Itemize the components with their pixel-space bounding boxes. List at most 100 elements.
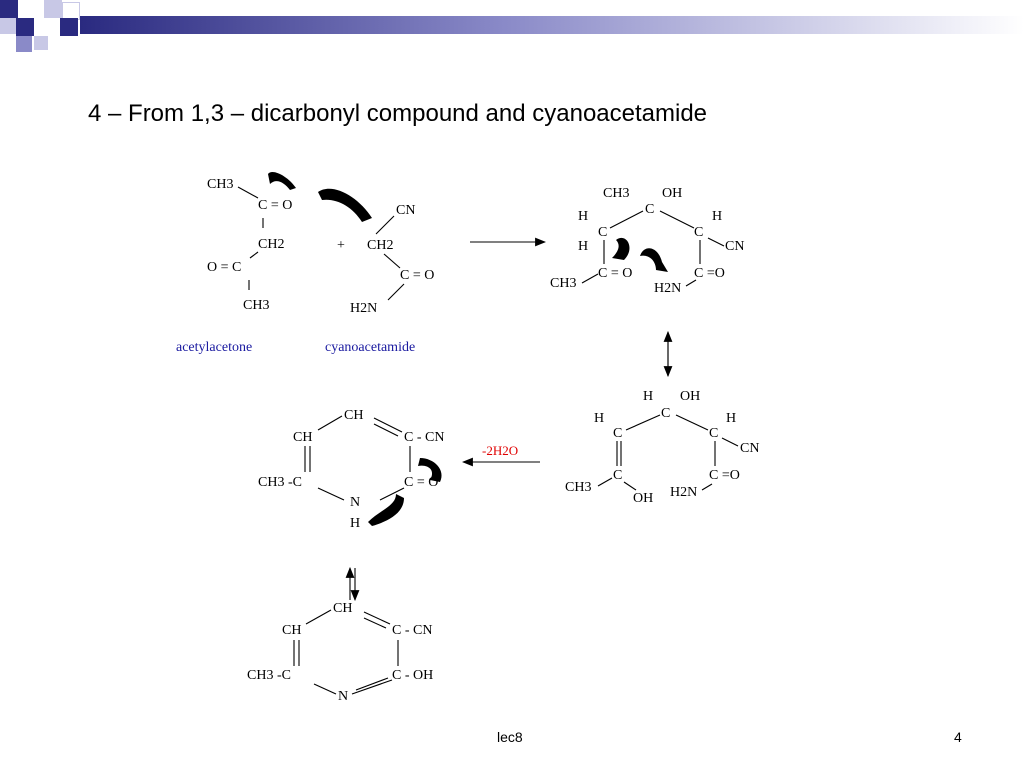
corner-square-2 bbox=[18, 0, 36, 18]
ch2-text: CH2 bbox=[258, 237, 284, 252]
electron-curved-arrow bbox=[368, 494, 404, 526]
slide-title: 4 – From 1,3 – dicarbonyl compound and c… bbox=[88, 100, 708, 127]
carbonyl-bottom-text: O = C bbox=[207, 260, 241, 275]
nh2-text: H2N bbox=[350, 301, 377, 316]
ch3-bottom-text: CH3 bbox=[550, 276, 576, 291]
condition-text: -2H2O bbox=[482, 443, 518, 458]
intermediate-2-structure: H OH C H H C C CN C C =O CH3 OH H2N bbox=[565, 389, 759, 506]
cyanoacetamide-structure: CN CH2 C = O H2N bbox=[318, 188, 434, 316]
ch-left-text: CH bbox=[293, 430, 312, 445]
carbonyl-text: C = O bbox=[400, 268, 434, 283]
h-text: H bbox=[350, 516, 360, 531]
footer-label: lec8 bbox=[497, 729, 523, 745]
cn-text: CN bbox=[396, 203, 415, 218]
carbonyl-top-text: C = O bbox=[258, 198, 292, 213]
bond bbox=[305, 609, 332, 625]
bond bbox=[707, 237, 725, 247]
h2n-text: H2N bbox=[654, 281, 681, 296]
electron-curved-arrow bbox=[640, 248, 668, 272]
bond bbox=[375, 215, 395, 235]
bond bbox=[313, 683, 337, 695]
bond bbox=[351, 679, 393, 695]
bond bbox=[623, 481, 637, 491]
bond bbox=[373, 423, 399, 437]
ch3-c-text: CH3 -C bbox=[258, 475, 302, 490]
bond bbox=[373, 417, 403, 433]
c-o-right-text: C =O bbox=[694, 266, 725, 281]
bond bbox=[379, 487, 405, 501]
ch2-text: CH2 bbox=[367, 238, 393, 253]
acetylacetone-structure: CH3 C = O CH2 O = C CH3 bbox=[207, 171, 296, 313]
h-right-text: H bbox=[712, 209, 722, 224]
c-o-text: C = O bbox=[404, 475, 438, 490]
bond bbox=[249, 251, 259, 259]
corner-square-6 bbox=[16, 18, 34, 36]
bond bbox=[597, 477, 613, 487]
bond bbox=[383, 253, 401, 269]
cn-text: CN bbox=[725, 239, 744, 254]
oh-top-text: OH bbox=[680, 389, 700, 404]
c-center-text: C bbox=[645, 202, 654, 217]
bond bbox=[581, 273, 599, 284]
ch-left-text: CH bbox=[282, 623, 301, 638]
oh-text: OH bbox=[662, 186, 682, 201]
electron-curved-arrow bbox=[318, 188, 372, 222]
bond bbox=[317, 415, 343, 431]
bond bbox=[675, 414, 709, 431]
h-left-text: H bbox=[594, 411, 604, 426]
ch3-top-text: CH3 bbox=[603, 186, 629, 201]
c-cn-text: C - CN bbox=[404, 430, 444, 445]
cyanoacetamide-label: cyanoacetamide bbox=[325, 340, 415, 355]
ch-top-text: CH bbox=[333, 601, 352, 616]
bond bbox=[721, 437, 739, 447]
electron-curved-arrow bbox=[418, 458, 442, 482]
c-o-left-text: C = O bbox=[598, 266, 632, 281]
h2n-text: H2N bbox=[670, 485, 697, 500]
c-o-text: C =O bbox=[709, 468, 740, 483]
bond bbox=[355, 677, 389, 691]
h-left2-text: H bbox=[578, 239, 588, 254]
corner-square-3 bbox=[44, 0, 62, 18]
c-right-text: C bbox=[709, 426, 718, 441]
ch3-c-text: CH3 -C bbox=[247, 668, 291, 683]
electron-curved-arrow bbox=[612, 237, 630, 260]
header-gradient-bar bbox=[80, 16, 1024, 34]
page-number: 4 bbox=[954, 729, 962, 745]
pyridone-structure: CH CH C - CN CH3 -C C = O N H bbox=[258, 408, 444, 531]
intermediate-1-structure: CH3 OH C H H C C H CN C = O C =O CH3 H2N bbox=[550, 186, 744, 296]
corner-square-9 bbox=[34, 36, 48, 50]
bond bbox=[317, 487, 345, 501]
c-right-text: C bbox=[694, 225, 703, 240]
c-left-text: C bbox=[598, 225, 607, 240]
plus-sign: + bbox=[337, 238, 345, 253]
ch3-bottom-text: CH3 bbox=[243, 298, 269, 313]
cn-text: CN bbox=[740, 441, 759, 456]
bond bbox=[685, 279, 697, 287]
ch3-text: CH3 bbox=[565, 480, 591, 495]
c-cn-text: C - CN bbox=[392, 623, 432, 638]
corner-square-7 bbox=[60, 18, 78, 36]
bond bbox=[701, 483, 713, 491]
corner-square-8 bbox=[16, 36, 32, 52]
bond bbox=[237, 186, 259, 199]
ch3-top-text: CH3 bbox=[207, 177, 233, 192]
bond bbox=[625, 414, 661, 431]
c-left-text: C bbox=[613, 426, 622, 441]
n-text: N bbox=[350, 495, 360, 510]
bond bbox=[609, 210, 644, 229]
c-top-text: C bbox=[661, 406, 670, 421]
bond bbox=[363, 617, 387, 629]
h-top-text: H bbox=[643, 389, 653, 404]
hydroxypyridine-structure: CH CH C - CN CH3 -C C - OH N bbox=[247, 601, 433, 704]
bond bbox=[363, 611, 391, 625]
c-oh-text: C - OH bbox=[392, 668, 433, 683]
acetylacetone-label: acetylacetone bbox=[176, 340, 252, 355]
corner-square-1 bbox=[0, 0, 18, 18]
bond bbox=[387, 283, 405, 301]
h-left-text: H bbox=[578, 209, 588, 224]
c-bottom-left-text: C bbox=[613, 468, 622, 483]
bond bbox=[659, 210, 695, 229]
h-right-text: H bbox=[726, 411, 736, 426]
corner-square-5 bbox=[0, 18, 16, 34]
